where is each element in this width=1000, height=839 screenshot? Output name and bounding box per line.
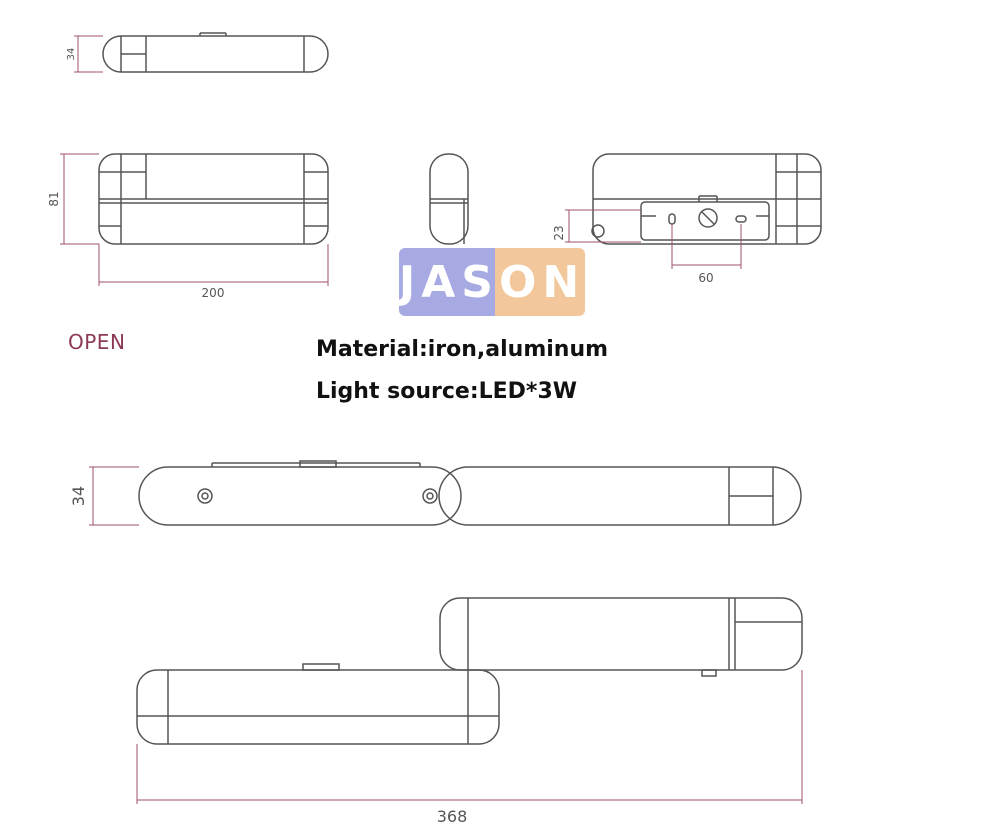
material-spec: Material:iron,aluminum [316, 337, 609, 362]
dim-top-height: 34 [66, 48, 77, 61]
dimension-lines [60, 35, 803, 804]
dim-open-length: 368 [437, 807, 468, 826]
jason-watermark-logo: JASON [399, 248, 585, 316]
open-label: OPEN [68, 330, 126, 354]
open-top-view [138, 460, 802, 526]
dim-open-height: 34 [69, 486, 88, 506]
back-view-closed [591, 153, 822, 245]
dim-mount-spacing: 60 [698, 271, 713, 285]
dim-front-width: 200 [202, 286, 225, 300]
watermark-text: JASON [399, 256, 585, 308]
light-source-spec: Light source:LED*3W [316, 379, 578, 404]
side-view [429, 153, 469, 245]
open-front-view [136, 597, 803, 745]
dim-front-height: 81 [47, 191, 61, 206]
dim-mount-offset: 23 [552, 225, 566, 240]
front-view-closed [98, 153, 329, 245]
top-view-closed [102, 32, 329, 73]
